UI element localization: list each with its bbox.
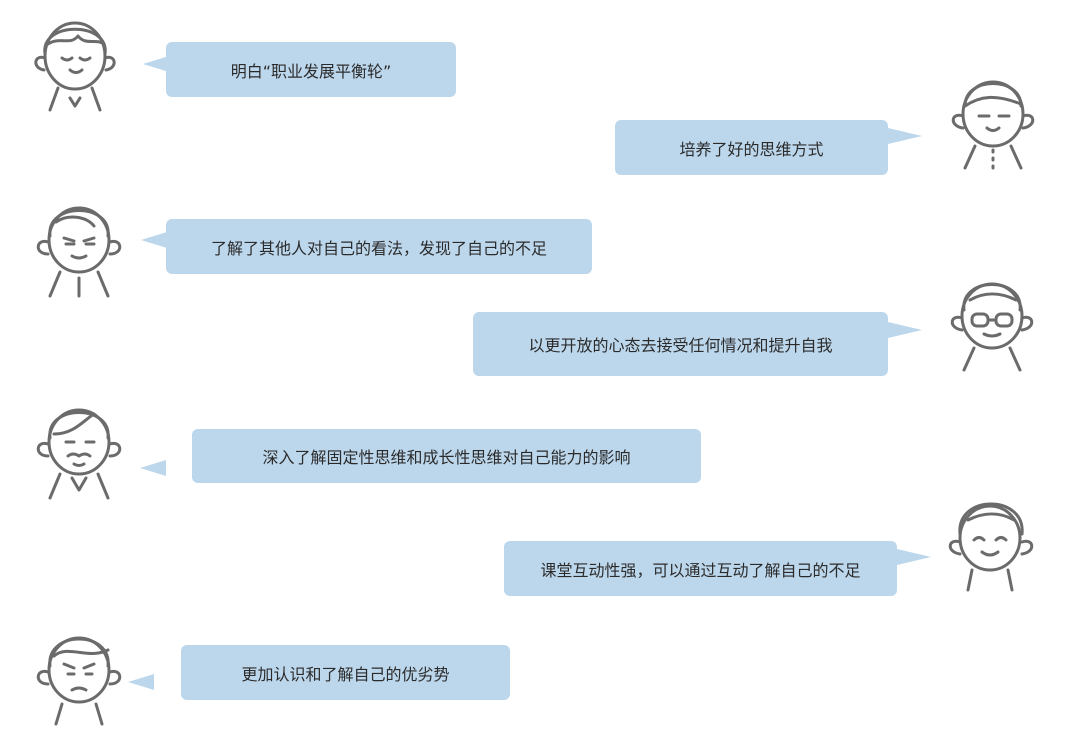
glasses-man-avatar-icon — [934, 266, 1044, 376]
bubble-tail — [128, 674, 154, 690]
message-bubble: 培养了好的思维方式 — [615, 120, 888, 175]
smiling-woman-avatar-icon — [934, 486, 1044, 596]
message-bubble: 深入了解固定性思维和成长性思维对自己能力的影响 — [192, 429, 701, 483]
frowning-boy-avatar-icon — [24, 620, 134, 730]
bubble-tail — [897, 549, 931, 565]
message-bubble: 了解了其他人对自己的看法，发现了自己的不足 — [166, 219, 592, 274]
bubble-tail — [888, 322, 922, 338]
message-bubble: 更加认识和了解自己的优劣势 — [181, 645, 510, 700]
message-text: 培养了好的思维方式 — [679, 139, 824, 159]
young-man-avatar-icon — [24, 192, 134, 302]
bubble-tail — [141, 232, 167, 248]
message-text: 更加认识和了解自己的优劣势 — [241, 664, 450, 684]
message-text: 了解了其他人对自己的看法，发现了自己的不足 — [210, 238, 547, 258]
message-text: 深入了解固定性思维和成长性思维对自己能力的影响 — [262, 448, 631, 467]
message-bubble: 课堂互动性强，可以通过互动了解自己的不足 — [504, 541, 897, 596]
mustache-man-avatar-icon — [24, 394, 134, 504]
boy-avatar-icon — [20, 6, 130, 116]
bubble-tail — [143, 56, 169, 72]
message-bubble: 以更开放的心态去接受任何情况和提升自我 — [473, 312, 888, 376]
message-text: 明白“职业发展平衡轮” — [230, 61, 392, 81]
bubble-tail — [888, 128, 922, 144]
message-text: 以更开放的心态去接受任何情况和提升自我 — [528, 336, 833, 355]
message-text: 课堂互动性强，可以通过互动了解自己的不足 — [540, 560, 861, 580]
message-bubble: 明白“职业发展平衡轮” — [166, 42, 456, 97]
bubble-tail — [140, 460, 166, 476]
girl-avatar-icon — [935, 66, 1045, 176]
